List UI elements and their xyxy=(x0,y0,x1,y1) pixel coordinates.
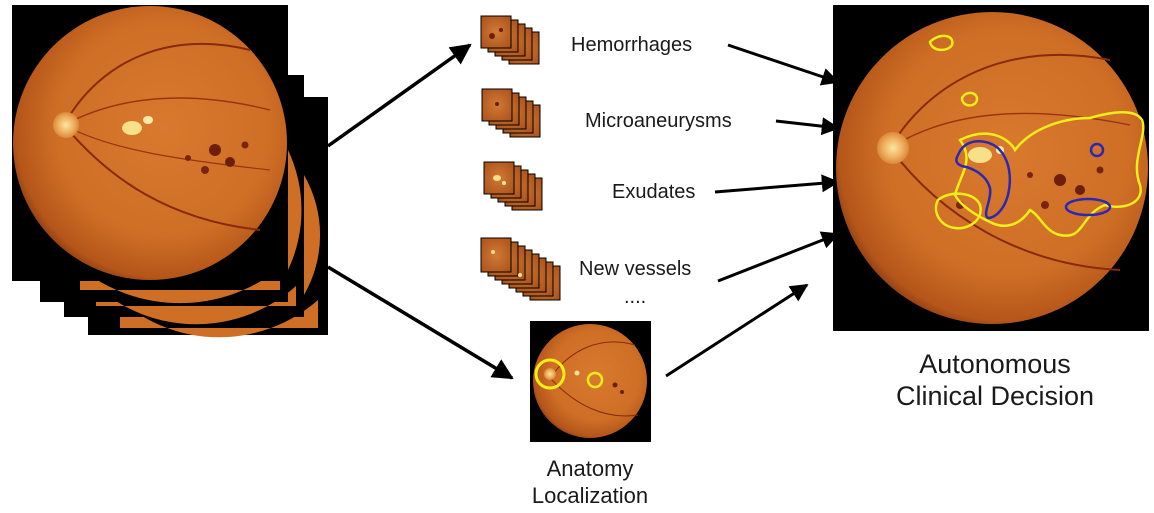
exudate-cluster xyxy=(122,121,142,135)
arrow-exudates xyxy=(715,182,838,192)
hemorrhage-spot xyxy=(209,144,221,156)
output-fundus xyxy=(833,5,1149,331)
anatomy-thumbnail xyxy=(530,321,651,442)
label-anatomy-line-2: Localization xyxy=(515,482,665,509)
label-autonomous-clinical-decision: Autonomous Clinical Decision xyxy=(880,348,1110,412)
optic-disc xyxy=(53,112,79,138)
arrow-hemorrhages xyxy=(728,45,838,82)
label-microaneurysms: Microaneurysms xyxy=(585,110,732,133)
patch-stack-microaneurysms xyxy=(482,89,540,137)
arrow-microaneurysms xyxy=(776,121,838,128)
patch-stack-exudates xyxy=(484,162,542,210)
arrow-to-patches xyxy=(328,45,470,146)
arrow-new-vessels xyxy=(718,234,838,281)
input-fundus-image xyxy=(13,6,287,280)
label-anatomy-line-1: Anatomy xyxy=(515,455,665,482)
label-exudates: Exudates xyxy=(612,181,695,204)
patch-stack-hemorrhages xyxy=(481,16,539,64)
label-hemorrhages: Hemorrhages xyxy=(571,34,692,57)
arrow-to-anatomy xyxy=(328,267,512,378)
label-anatomy-localization: Anatomy Localization xyxy=(515,455,665,509)
input-fundus-stack xyxy=(12,5,328,337)
arrow-anatomy xyxy=(666,285,807,376)
patch-stack-new-vessels xyxy=(481,238,560,300)
label-ellipsis: .... xyxy=(624,286,646,309)
label-decision-line-2: Clinical Decision xyxy=(880,380,1110,412)
label-decision-line-1: Autonomous xyxy=(880,348,1110,380)
label-new-vessels: New vessels xyxy=(579,258,691,281)
